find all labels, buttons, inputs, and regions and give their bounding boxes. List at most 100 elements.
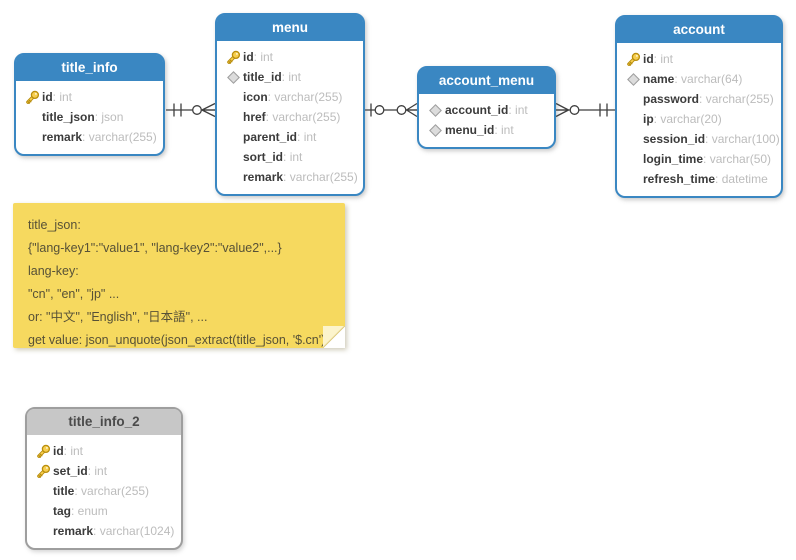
- entity-menu[interactable]: menu id int title_id int: [215, 13, 365, 196]
- field-type: int: [283, 150, 303, 164]
- entity-title_info[interactable]: title_info id int title_json: [14, 53, 165, 156]
- field-type: int: [297, 130, 317, 144]
- field-name: remark: [243, 170, 284, 184]
- field-row[interactable]: id int: [623, 49, 775, 69]
- field-name: password: [643, 92, 700, 106]
- note-line: or: "中文", "English", "日本語", ...: [28, 310, 208, 324]
- diamond-icon: [425, 103, 445, 117]
- entity-account_menu[interactable]: account_menu account_id int menu_id int: [417, 66, 556, 149]
- field-type: varchar(50): [703, 152, 771, 166]
- field-type: varchar(255): [283, 170, 358, 184]
- field-name: sort_id: [243, 150, 284, 164]
- field-type: varchar(64): [674, 72, 742, 86]
- note-folded-corner: [323, 326, 345, 348]
- field-row[interactable]: title_json json: [22, 107, 157, 127]
- sticky-note[interactable]: title_json: {"lang-key1":"value1", "lang…: [13, 203, 345, 348]
- field-row[interactable]: name varchar(64): [623, 69, 775, 89]
- field-name: title_id: [243, 70, 282, 84]
- field-row[interactable]: title_id int: [223, 67, 357, 87]
- connector-account_menu-account[interactable]: [555, 102, 615, 118]
- field-type: json: [95, 110, 123, 124]
- field-name: session_id: [643, 132, 706, 146]
- field-row[interactable]: remark varchar(255): [22, 127, 157, 147]
- field-row[interactable]: sort_id int: [223, 147, 357, 167]
- field-type: int: [88, 464, 107, 478]
- note-line: {"lang-key1":"value1", "lang-key2":"valu…: [28, 241, 282, 255]
- entity-field-list: id int title_id int icon varchar(255) hr…: [217, 43, 363, 194]
- entity-title[interactable]: title_info: [16, 55, 163, 83]
- entity-field-list: account_id int menu_id int: [419, 96, 554, 147]
- field-row[interactable]: account_id int: [425, 100, 548, 120]
- field-name: remark: [53, 524, 94, 538]
- key-icon: [623, 52, 643, 67]
- entity-title[interactable]: menu: [217, 15, 363, 43]
- entity-title[interactable]: account: [617, 17, 781, 45]
- field-name: id: [53, 444, 64, 458]
- field-type: int: [254, 50, 273, 64]
- field-row[interactable]: login_time varchar(50): [623, 149, 775, 169]
- field-type: int: [53, 90, 72, 104]
- field-name: set_id: [53, 464, 88, 478]
- field-row[interactable]: remark varchar(1024): [33, 521, 175, 541]
- field-row[interactable]: menu_id int: [425, 120, 548, 140]
- note-line: get value: json_unquote(json_extract(tit…: [28, 333, 326, 347]
- field-row[interactable]: href varchar(255): [223, 107, 357, 127]
- field-row[interactable]: session_id varchar(100): [623, 129, 780, 149]
- field-type: datetime: [715, 172, 768, 186]
- field-row[interactable]: set_id int: [33, 461, 175, 481]
- entity-title[interactable]: account_menu: [419, 68, 554, 96]
- diamond-icon: [425, 123, 445, 137]
- field-row[interactable]: id int: [22, 87, 157, 107]
- field-type: varchar(20): [654, 112, 721, 126]
- connector-menu-account_menu[interactable]: [365, 102, 418, 118]
- field-row[interactable]: icon varchar(255): [223, 87, 357, 107]
- field-type: int: [494, 123, 514, 137]
- entity-title[interactable]: title_info_2: [27, 409, 181, 437]
- key-icon: [22, 90, 42, 105]
- diamond-icon: [623, 72, 643, 86]
- key-icon: [223, 50, 243, 65]
- note-line: "cn", "en", "jp" ...: [28, 287, 120, 301]
- field-name: refresh_time: [643, 172, 716, 186]
- field-row[interactable]: id int: [33, 441, 175, 461]
- connector-title_info-menu[interactable]: [166, 102, 216, 118]
- field-name: name: [643, 72, 675, 86]
- entity-account[interactable]: account id int name varchar(: [615, 15, 783, 198]
- field-type: varchar(255): [268, 90, 342, 104]
- field-type: enum: [71, 504, 108, 518]
- field-name: href: [243, 110, 266, 124]
- field-type: varchar(100): [705, 132, 780, 146]
- field-type: int: [654, 52, 673, 66]
- diamond-icon: [223, 70, 243, 84]
- field-row[interactable]: tag enum: [33, 501, 175, 521]
- field-type: int: [282, 70, 301, 84]
- entity-field-list: id int title_json json remark varchar(25…: [16, 83, 163, 154]
- field-type: int: [508, 103, 528, 117]
- field-name: remark: [42, 130, 83, 144]
- field-row[interactable]: id int: [223, 47, 357, 67]
- field-name: ip: [643, 112, 654, 126]
- field-row[interactable]: password varchar(255): [623, 89, 775, 109]
- note-line: title_json:: [28, 218, 81, 232]
- field-type: varchar(255): [82, 130, 157, 144]
- field-name: icon: [243, 90, 268, 104]
- field-type: varchar(255): [699, 92, 774, 106]
- field-name: title: [53, 484, 75, 498]
- sticky-note-text: title_json: {"lang-key1":"value1", "lang…: [13, 203, 345, 352]
- field-name: menu_id: [445, 123, 495, 137]
- field-row[interactable]: remark varchar(255): [223, 167, 358, 187]
- field-row[interactable]: refresh_time datetime: [623, 169, 775, 189]
- field-name: title_json: [42, 110, 95, 124]
- field-type: varchar(255): [266, 110, 340, 124]
- entity-title_info_2[interactable]: title_info_2 id int: [25, 407, 183, 550]
- field-type: int: [64, 444, 83, 458]
- entity-field-list: id int set_id int title: [27, 437, 181, 548]
- field-row[interactable]: title varchar(255): [33, 481, 175, 501]
- key-icon: [33, 444, 53, 459]
- field-row[interactable]: ip varchar(20): [623, 109, 775, 129]
- field-row[interactable]: parent_id int: [223, 127, 357, 147]
- note-line: lang-key:: [28, 264, 79, 278]
- field-name: parent_id: [243, 130, 298, 144]
